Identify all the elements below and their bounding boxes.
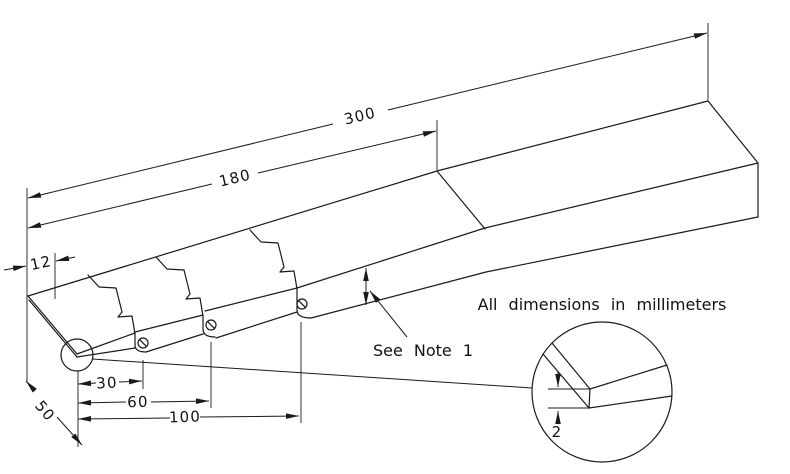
dimension-lines [3, 32, 708, 446]
screw-icon [205, 319, 217, 331]
top-back-edge [27, 100, 709, 297]
tip-callout-circle [60, 338, 94, 372]
extension-lines [26, 23, 709, 447]
joint-1-front-fillet [134, 333, 147, 353]
dim-30-left [77, 380, 97, 387]
dim-50-bottom [56, 416, 83, 446]
tip-end-face-bottom-edge [28, 299, 78, 358]
dim-label-60: 60 [127, 393, 149, 412]
joint-1-step-line [87, 274, 136, 335]
joint-3-front-fillet [296, 288, 312, 319]
dim-300-left [27, 123, 334, 199]
dim-100-left [77, 416, 171, 422]
screw-icon [296, 298, 308, 310]
see-note-leader-arrow [369, 290, 408, 338]
dim-100-right [199, 413, 300, 419]
bottom-front-edge [76, 216, 759, 358]
dim-60-left [77, 399, 127, 406]
detail-end-face-bottom-edge [542, 353, 590, 409]
joint-3-step-line [249, 229, 298, 290]
right-end-face-edges [707, 100, 759, 218]
segment-joints [87, 170, 486, 353]
detail-view-circle [531, 321, 673, 463]
joint-2-front-fillet [202, 315, 216, 338]
screw-slot-icon [139, 339, 147, 347]
top-front-edge [76, 162, 759, 355]
screw-slot-icon [298, 300, 306, 308]
screw-slot-icon [207, 321, 215, 329]
dimension-labels: 300 180 12 30 60 100 50 2 [29, 104, 563, 441]
dim-label-100: 100 [169, 407, 202, 426]
dim-180-right [257, 130, 437, 174]
dim-label-30: 30 [96, 373, 118, 392]
dim-50-top [25, 380, 37, 393]
see-note-text: See Note 1 [373, 341, 473, 360]
tip-detail-callout [60, 321, 673, 463]
joint-2-step-line [155, 256, 204, 317]
detail-front-top-edge [589, 364, 668, 390]
wedge-body-outline [27, 100, 759, 358]
units-note-text: All dimensions in millimeters [478, 295, 727, 314]
dim-label-50: 50 [31, 397, 59, 425]
dim-12-right-arrow [55, 255, 76, 262]
dim-12-left-arrow [3, 265, 27, 272]
dim-30-right [118, 378, 143, 385]
dim-180-left [27, 183, 213, 229]
dim-300-right [387, 32, 708, 111]
tip-end-face-top-edge [27, 295, 78, 355]
dim-label-12: 12 [29, 252, 54, 274]
joint-4-line [436, 170, 486, 230]
dim-label-300: 300 [342, 104, 378, 129]
detail-front-bottom-edge [588, 395, 673, 409]
dim-label-2: 2 [552, 423, 563, 441]
detail-blunt-tip-edge [588, 388, 591, 409]
screw-icon [137, 337, 149, 349]
detail-leader-line [91, 358, 533, 389]
detail-end-face-top-edge [551, 342, 591, 390]
drawing-notes: See Note 1 All dimensions in millimeters [373, 295, 726, 360]
joint-screws [137, 298, 308, 349]
dim-label-180: 180 [217, 166, 253, 191]
dim-60-right [150, 398, 210, 405]
